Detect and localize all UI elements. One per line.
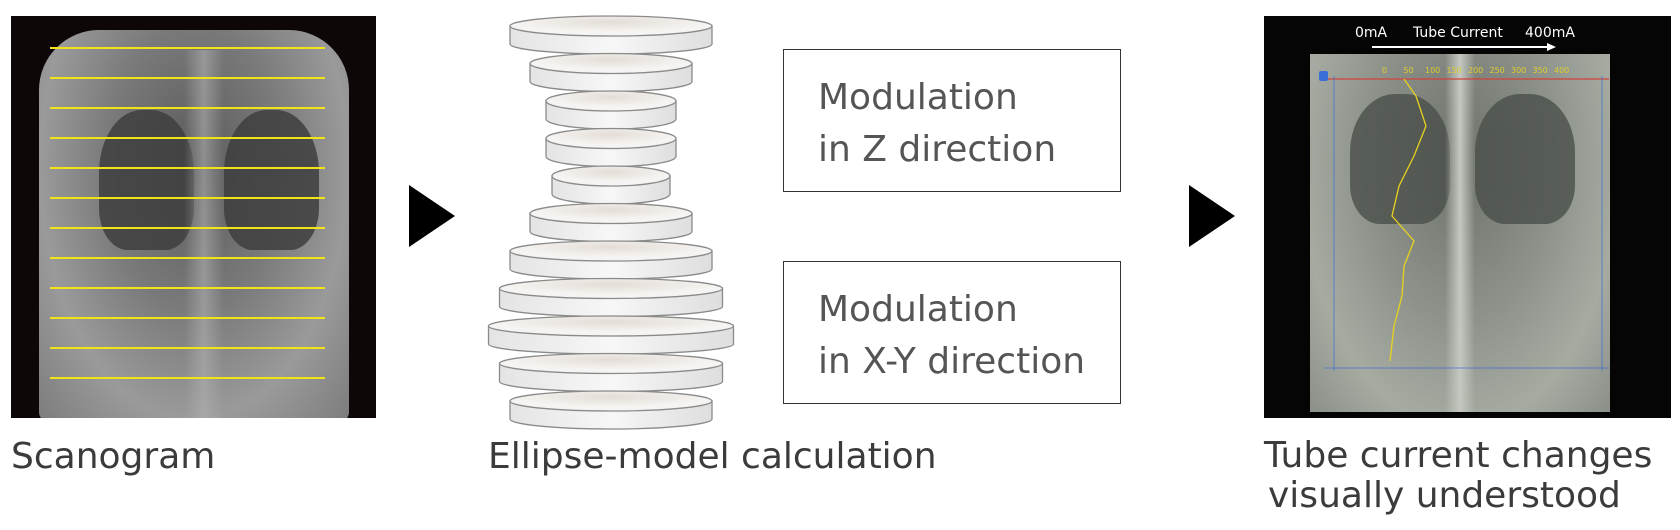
scanogram-image	[11, 16, 376, 418]
ellipse-model-label: Ellipse-model calculation	[488, 436, 937, 477]
scan-line	[50, 257, 325, 259]
scale-title: Tube Current	[1413, 25, 1503, 41]
tube-current-overlay	[1319, 43, 1609, 371]
arrow-right-icon	[1189, 185, 1235, 247]
ellipse-disk	[509, 240, 713, 280]
result-label: Tube current changes visually understood	[1264, 436, 1652, 516]
box-line: Modulation	[818, 289, 1018, 330]
scale-tick: 300	[1511, 66, 1527, 75]
scan-line	[50, 197, 325, 199]
scale-max: 400mA	[1525, 25, 1575, 41]
scale-tick: 150	[1446, 66, 1462, 75]
modulation-z-box: Modulation in Z direction	[783, 49, 1121, 192]
scanogram-label: Scanogram	[11, 436, 216, 477]
scan-line	[50, 287, 325, 289]
scan-line	[50, 347, 325, 349]
scale-tick: 100	[1425, 66, 1441, 75]
scan-line	[50, 77, 325, 79]
result-label-line2: visually understood	[1268, 475, 1621, 516]
scan-line	[50, 107, 325, 109]
box-line: Modulation	[818, 77, 1018, 118]
scale-tick: 50	[1403, 66, 1414, 75]
scan-line	[50, 47, 325, 49]
ellipse-disk	[509, 15, 713, 55]
scale-arrow-icon	[1547, 43, 1556, 51]
box-line: in X-Y direction	[818, 341, 1086, 382]
scale-min: 0mA	[1355, 25, 1388, 41]
scan-line	[50, 317, 325, 319]
result-label-line1: Tube current changes	[1264, 435, 1653, 476]
scan-line	[50, 137, 325, 139]
scale-tick: 0	[1382, 66, 1388, 75]
ellipse-disk	[529, 202, 693, 243]
ellipse-disk	[551, 165, 671, 205]
ellipse-disk	[509, 390, 713, 430]
ellipse-disk	[498, 277, 724, 318]
scale-tick: 350	[1532, 66, 1548, 75]
box-line: in Z direction	[818, 129, 1057, 170]
tube-current-image: 0mA Tube Current 400mA 0 50 100 150 200 250 30…	[1264, 16, 1671, 418]
scan-line	[50, 167, 325, 169]
arrow-right-icon	[409, 185, 455, 247]
scale-tick: 400	[1554, 66, 1570, 75]
scale-tick: 200	[1468, 66, 1484, 75]
ellipse-model-stack	[487, 15, 735, 430]
ellipse-disk	[545, 127, 677, 168]
ellipse-disk	[498, 352, 724, 393]
modulation-xy-box: Modulation in X-Y direction	[783, 261, 1121, 404]
ellipse-disk	[529, 52, 693, 93]
scan-line	[50, 227, 325, 229]
ellipse-disk	[545, 90, 677, 130]
scan-line	[50, 377, 325, 379]
ellipse-disk	[487, 315, 735, 355]
scale-tick: 250	[1489, 66, 1505, 75]
